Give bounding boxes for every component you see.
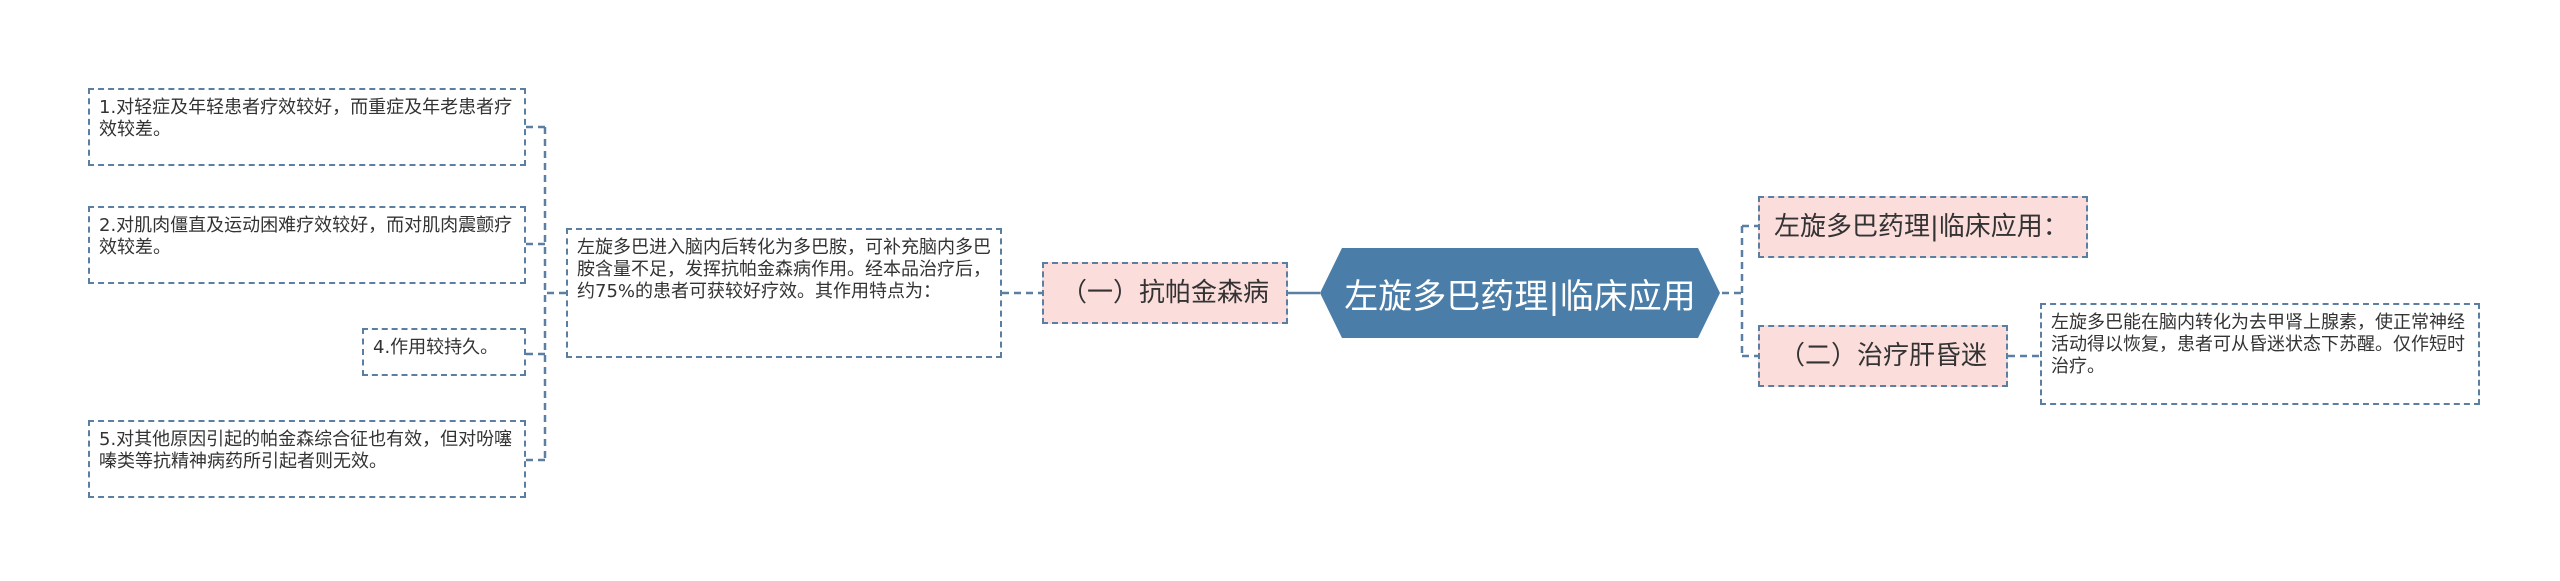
feature-item-text: 4.作用较持久。	[373, 337, 499, 358]
intro-topic[interactable]: 左旋多巴药理|临床应用：	[1758, 196, 2088, 258]
feature-item[interactable]: 4.作用较持久。	[362, 328, 526, 376]
feature-item-text: 5.对其他原因引起的帕金森综合征也有效，但对吩噻嗪类等抗精神病药所引起者则无效。	[99, 429, 513, 472]
feature-item[interactable]: 1.对轻症及年轻患者疗效较好，而重症及年老患者疗效较差。	[88, 88, 526, 166]
central-topic-label: 左旋多巴药理|临床应用	[1344, 276, 1696, 317]
feature-item-text: 2.对肌肉僵直及运动困难疗效较好，而对肌肉震颤疗效较差。	[99, 215, 513, 258]
feature-item[interactable]: 5.对其他原因引起的帕金森综合征也有效，但对吩噻嗪类等抗精神病药所引起者则无效。	[88, 420, 526, 498]
hepatic-coma-label: （二）治疗肝昏迷	[1778, 341, 1987, 371]
parkinson-topic-label: （一）抗帕金森病	[1060, 278, 1269, 308]
central-topic-shape	[1320, 248, 1720, 338]
hepatic-coma-description[interactable]: 左旋多巴能在脑内转化为去甲肾上腺素，使正常神经活动得以恢复，患者可从昏迷状态下苏…	[2040, 303, 2480, 405]
parkinson-description-text: 左旋多巴进入脑内后转化为多巴胺，可补充脑内多巴胺含量不足，发挥抗帕金森病作用。经…	[577, 237, 991, 302]
parkinson-topic[interactable]: （一）抗帕金森病	[1042, 262, 1288, 324]
hepatic-coma-description-text: 左旋多巴能在脑内转化为去甲肾上腺素，使正常神经活动得以恢复，患者可从昏迷状态下苏…	[2051, 312, 2465, 377]
central-topic[interactable]: 左旋多巴药理|临床应用	[1320, 248, 1720, 338]
hepatic-coma-topic[interactable]: （二）治疗肝昏迷	[1758, 325, 2008, 387]
parkinson-description[interactable]: 左旋多巴进入脑内后转化为多巴胺，可补充脑内多巴胺含量不足，发挥抗帕金森病作用。经…	[566, 228, 1002, 358]
feature-item-text: 1.对轻症及年轻患者疗效较好，而重症及年老患者疗效较差。	[99, 97, 513, 140]
intro-topic-label: 左旋多巴药理|临床应用：	[1774, 212, 2069, 242]
feature-item[interactable]: 2.对肌肉僵直及运动困难疗效较好，而对肌肉震颤疗效较差。	[88, 206, 526, 284]
